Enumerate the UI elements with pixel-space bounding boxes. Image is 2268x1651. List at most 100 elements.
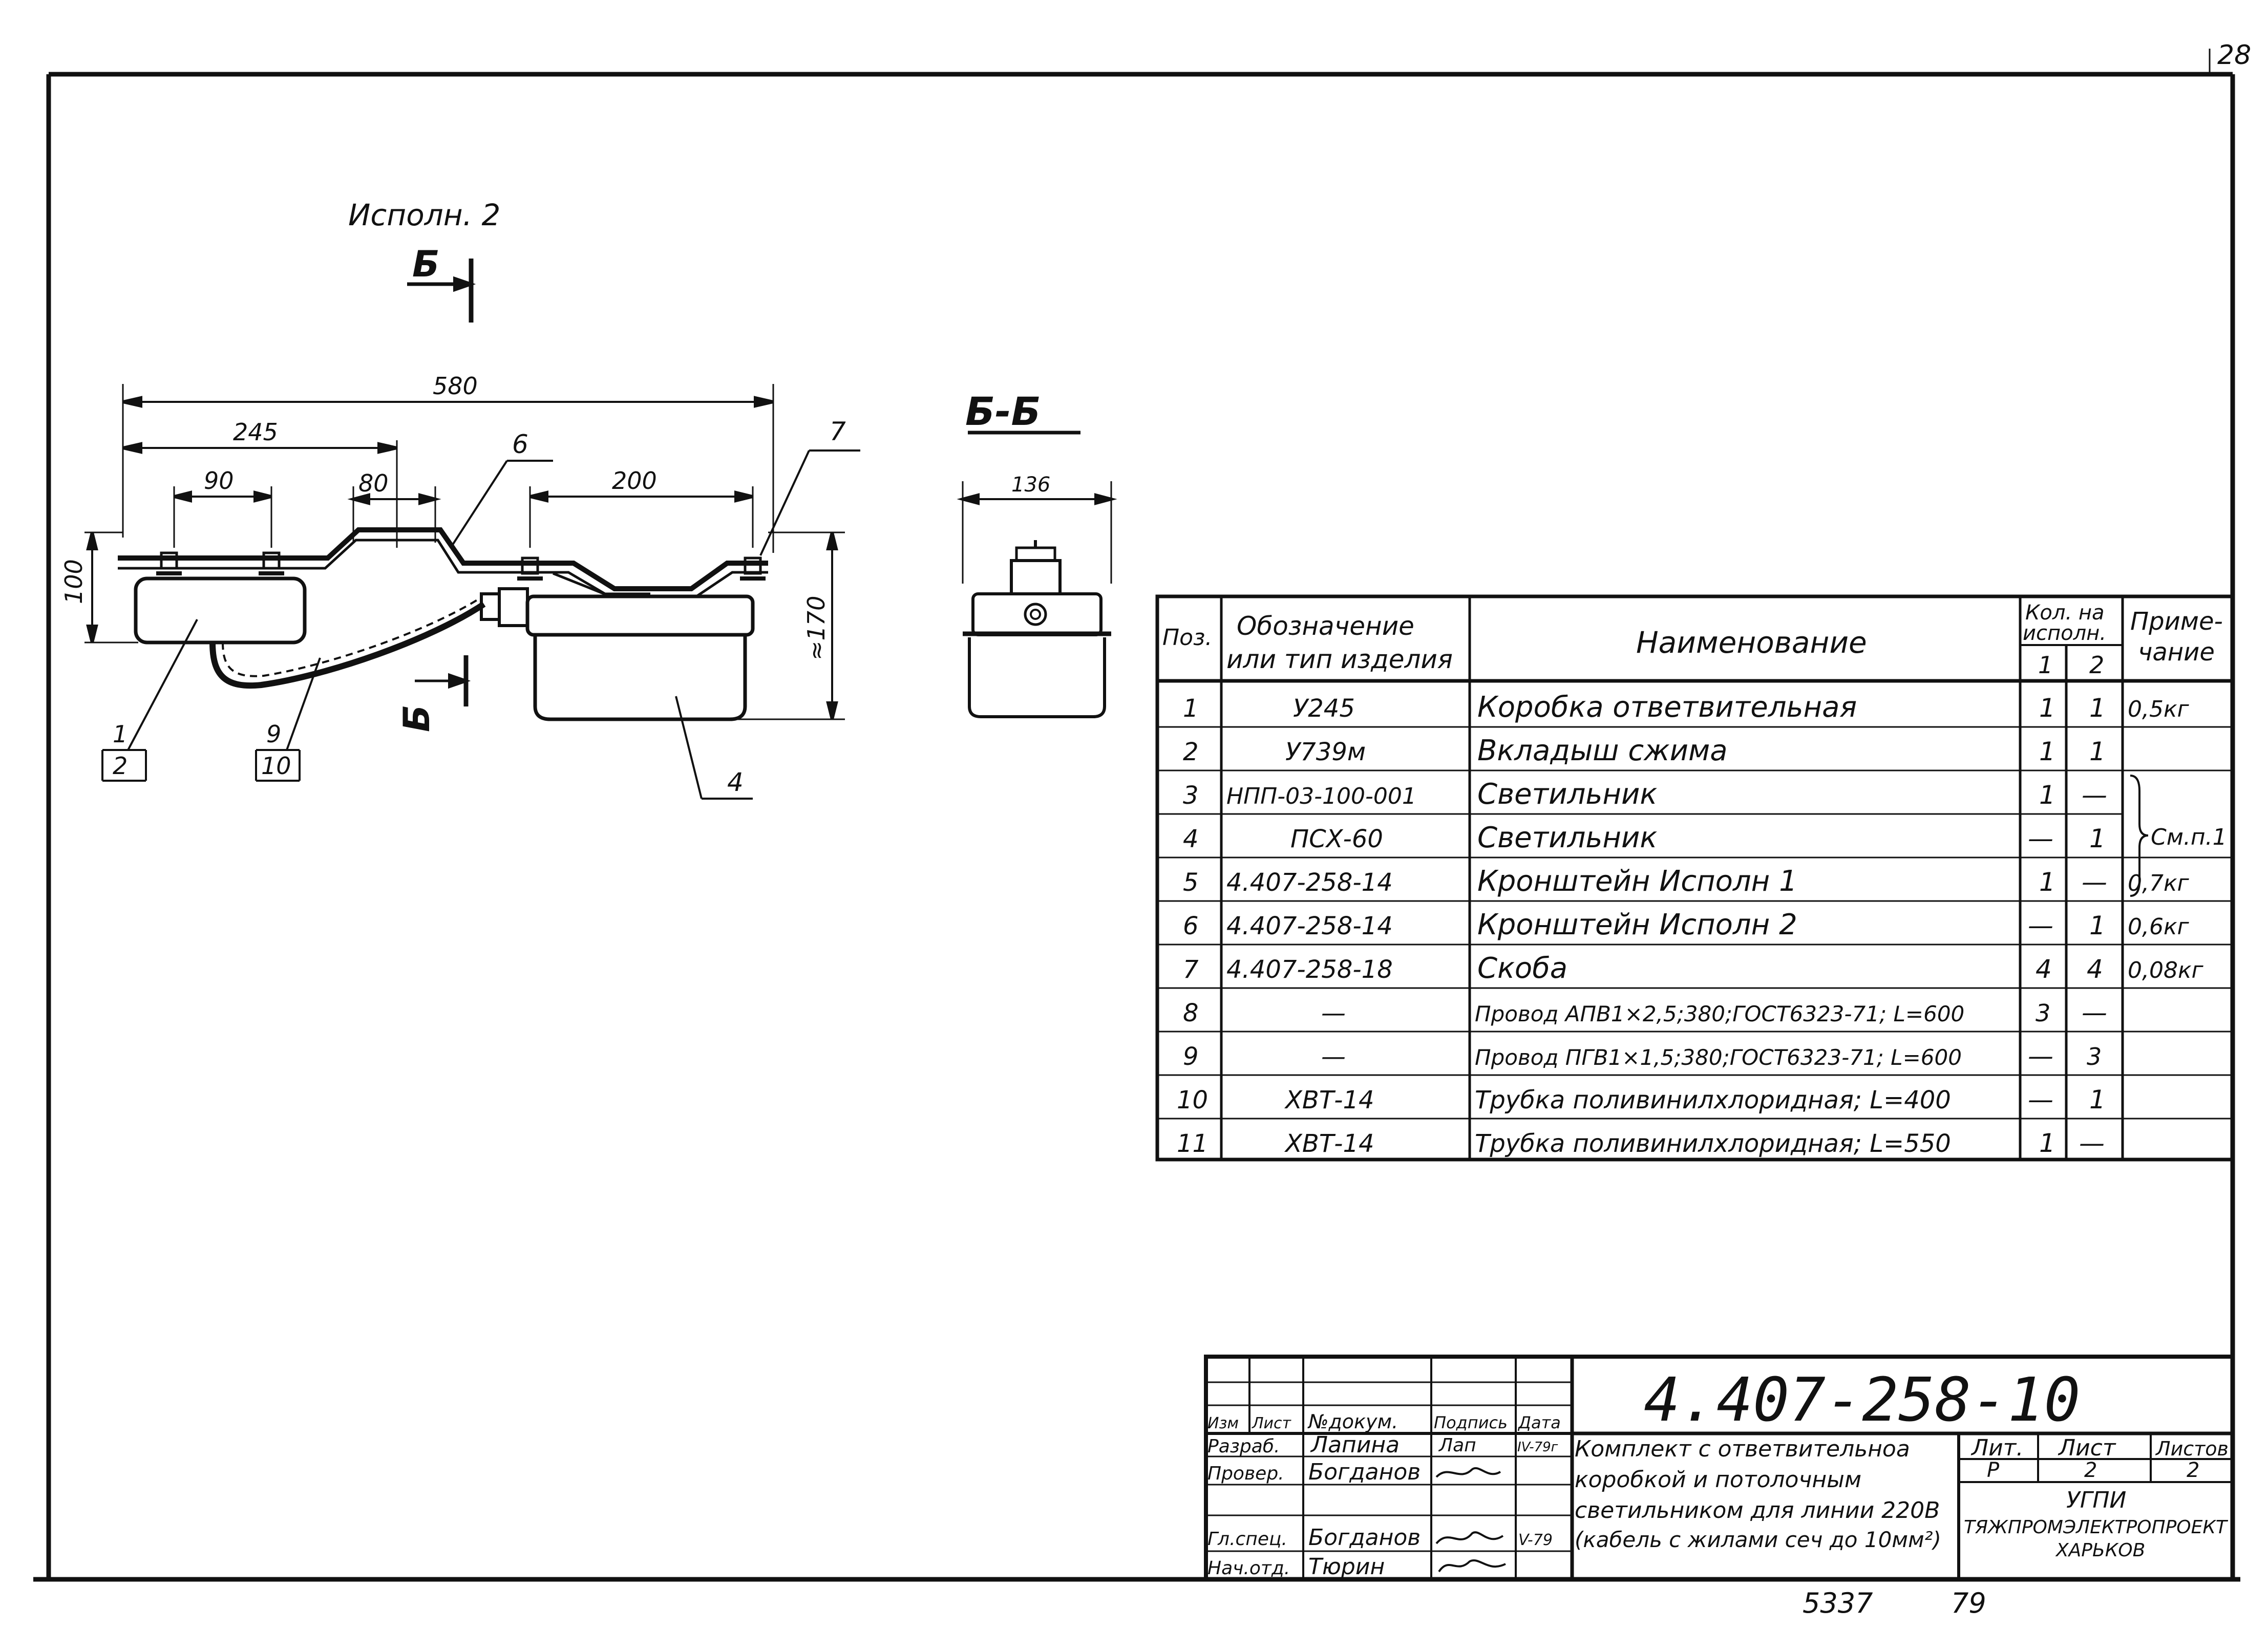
title-line-2: коробкой и потолочным	[1575, 1467, 1861, 1493]
hdr-name: Наименование	[1636, 625, 1867, 660]
row-5-pos: 5	[1183, 868, 1199, 897]
hdr-doc-no: №докум.	[1307, 1410, 1398, 1433]
table-row: 8 — Провод АПВ1×2,5;380;ГОСТ6323-71; L=6…	[1183, 998, 2107, 1027]
hdr-designation-2: или тип изделия	[1226, 645, 1453, 674]
main-view: Исполн. 2 Б 580 245 90 80	[60, 198, 860, 800]
junction-box	[134, 576, 307, 645]
table-row: 4 ПСХ-60 Светильник — 1	[1183, 821, 2106, 854]
row-6-name: Кронштейн Исполн 2	[1477, 908, 1797, 941]
role-4-name: Тюрин	[1308, 1554, 1385, 1580]
row-1-pos: 1	[1183, 694, 1199, 723]
row-4-name: Светильник	[1477, 821, 1657, 854]
dim-100: 100	[60, 559, 88, 604]
hdr-note-2: чание	[2138, 638, 2215, 667]
role-4-signature	[1438, 1559, 1506, 1573]
role-4-role: Нач.отд.	[1207, 1558, 1290, 1579]
row-7-name: Скоба	[1477, 952, 1567, 985]
callout-10: 10	[261, 752, 291, 780]
org-line-1: УГПИ	[2066, 1487, 2126, 1513]
row-8-designation: —	[1321, 999, 1346, 1027]
role-3-date: V-79	[1518, 1531, 1553, 1549]
section-mark-top: Б	[412, 243, 439, 285]
row-2-q2: 1	[2089, 737, 2106, 766]
sheet-number: 28	[2217, 40, 2251, 71]
row-7-q2: 4	[2087, 954, 2103, 984]
luminaire-body	[533, 635, 747, 721]
row-1-q2: 1	[2089, 693, 2106, 723]
title-line-1: Комплект с ответвительнoa	[1575, 1436, 1910, 1462]
table-row: 6 4.407-258-14 Кронштейн Исполн 2 — 1 0,…	[1183, 908, 2190, 941]
row-7-designation: 4.407-258-18	[1226, 955, 1393, 984]
callout-1: 1	[113, 720, 128, 748]
section-view: Б-Б 136	[957, 389, 1117, 718]
row-8-name: Провод АПВ1×2,5;380;ГОСТ6323-71; L=600	[1475, 1001, 1964, 1026]
row-10-name: Трубка поливинилхлоридная; L=400	[1475, 1086, 1951, 1114]
row-3-name: Светильник	[1477, 778, 1657, 811]
row-7-note: 0,08кг	[2128, 957, 2204, 983]
callout-9: 9	[266, 720, 281, 748]
section-luminaire-body	[968, 637, 1106, 718]
row-3-pos: 3	[1183, 781, 1199, 810]
row-11-designation: ХВТ-14	[1284, 1129, 1374, 1158]
role-2-name: Богданов	[1308, 1459, 1421, 1485]
row-5-q2: —	[2082, 867, 2107, 897]
sheet-label: Лист	[2058, 1435, 2116, 1461]
row-11-q1: 1	[2039, 1128, 2055, 1158]
table-row: 3 НПП-03-100-001 Светильник 1 —	[1183, 778, 2107, 811]
row-5-name: Кронштейн Исполн 1	[1477, 865, 1797, 898]
callout-6: 6	[512, 430, 528, 459]
role-2-signature	[1435, 1467, 1501, 1478]
lit-label: Лит.	[1970, 1435, 2023, 1461]
row-8-q2: —	[2082, 998, 2107, 1027]
row-11-q2: —	[2079, 1128, 2105, 1158]
row-10-q2: 1	[2089, 1085, 2106, 1114]
hdr-pos: Поз.	[1162, 625, 1212, 651]
dim-200: 200	[612, 467, 657, 495]
row-9-q1: —	[2028, 1041, 2053, 1071]
role-row: Провер. Богданов	[1207, 1459, 1501, 1485]
title-block: 4.407-258-10 Изм Лист №докум. Подпись Да…	[1204, 1355, 2235, 1581]
row-6-pos: 6	[1183, 912, 1199, 940]
role-1-name: Лапина	[1310, 1432, 1400, 1458]
sheets-label: Листов	[2155, 1438, 2229, 1460]
role-2-role: Провер.	[1207, 1463, 1284, 1484]
row-1-name: Коробка ответвительная	[1477, 691, 1857, 724]
row-5-designation: 4.407-258-14	[1226, 868, 1393, 897]
role-1-signature: Лап	[1438, 1435, 1476, 1456]
dim-170: ≈170	[802, 596, 830, 660]
role-1-date: IV-79г	[1517, 1440, 1558, 1455]
hdr-qty-col1: 1	[2038, 651, 2053, 679]
bracket-profile	[118, 527, 768, 591]
row-10-pos: 10	[1177, 1086, 1208, 1114]
row-3-q1: 1	[2039, 780, 2055, 810]
section-title: Б-Б	[965, 389, 1041, 434]
row-10-designation: ХВТ-14	[1284, 1086, 1374, 1114]
section-mark-bottom: Б	[396, 705, 438, 732]
bottom-mark-right: 79	[1951, 1587, 1986, 1619]
document-code: 4.407-258-10	[1644, 1364, 2081, 1435]
hdr-qty-2: исполн.	[2023, 621, 2106, 645]
row-6-note: 0,6кг	[2128, 914, 2190, 940]
role-3-name: Богданов	[1308, 1525, 1421, 1551]
row-1-designation: У245	[1293, 694, 1355, 723]
role-3-signature	[1435, 1531, 1504, 1545]
bottom-mark-left: 5337	[1803, 1587, 1873, 1619]
role-3-role: Гл.спец.	[1207, 1529, 1287, 1550]
role-row: Нач.отд. Тюрин	[1207, 1554, 1506, 1580]
table-row: 7 4.407-258-18 Скоба 4 4 0,08кг	[1183, 952, 2204, 985]
hdr-date: Дата	[1517, 1413, 1561, 1432]
row-4-q2: 1	[2089, 824, 2106, 853]
row-8-q1: 3	[2036, 999, 2050, 1027]
row-6-q2: 1	[2089, 911, 2106, 940]
hdr-signature: Подпись	[1434, 1413, 1508, 1432]
hdr-designation-1: Обозначение	[1237, 611, 1414, 641]
dim-80: 80	[358, 469, 389, 497]
dim-245: 245	[233, 418, 278, 446]
screws	[156, 551, 766, 581]
hdr-list: Лист	[1252, 1414, 1292, 1432]
org-line-2: ТЯЖПРОМЭЛЕКТРОПРОЕКТ	[1964, 1517, 2229, 1538]
row-2-pos: 2	[1183, 738, 1199, 766]
callout-7: 7	[830, 417, 846, 446]
table-row: 5 4.407-258-14 Кронштейн Исполн 1 1 — 0,…	[1183, 865, 2190, 898]
